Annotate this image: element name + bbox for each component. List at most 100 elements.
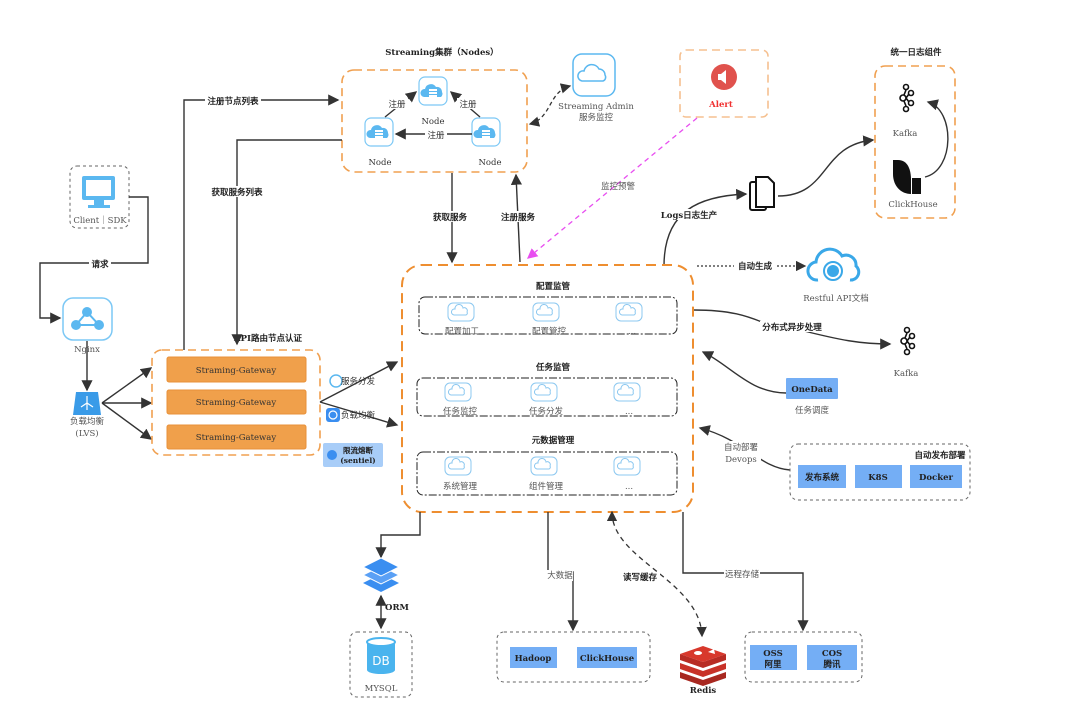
node-label: Node <box>368 158 391 168</box>
auto-generate-label: 自动生成 <box>738 261 773 272</box>
logs-production-label: Logs日志生产 <box>661 210 718 221</box>
cluster-title: Streaming集群（Nodes） <box>385 47 498 58</box>
core-group-config: 配置监管 配置加工 配置管控 ... <box>418 281 678 337</box>
redis-label: Redis <box>690 686 717 696</box>
module-item[interactable]: 配置加工 <box>445 326 480 337</box>
storage-box <box>744 631 863 683</box>
bigdata-item[interactable]: Hadoop <box>510 647 557 668</box>
balance-label: 负载均衡 <box>341 410 376 421</box>
group-title: 元数据管理 <box>532 435 575 446</box>
svg-text:K8S: K8S <box>868 473 887 483</box>
bigdata-label: 大数据 <box>547 570 573 581</box>
bigdata-box <box>496 631 651 683</box>
module-item[interactable]: 组件管理 <box>529 481 564 492</box>
mysql-box <box>349 631 413 698</box>
core-group-task: 任务监管 任务监控 任务分发 ... <box>416 362 678 417</box>
dispatch-icon <box>329 374 343 388</box>
node-icon[interactable] <box>418 76 448 106</box>
module-item[interactable]: 任务监控 <box>443 406 478 417</box>
clickhouse-icon <box>893 160 921 194</box>
cache-label: 读写缓存 <box>623 572 658 583</box>
group-title: 配置监管 <box>536 281 571 292</box>
deploy-item[interactable]: Docker <box>910 465 962 488</box>
svg-text:Docker: Docker <box>919 473 954 483</box>
deploy-item[interactable]: K8S <box>855 465 902 488</box>
kafka-icon <box>899 83 915 113</box>
svg-text:限流熔断: 限流熔断 <box>343 445 373 455</box>
logging-box <box>874 65 956 219</box>
logging-title: 统一日志组件 <box>890 47 942 58</box>
admin-label: Streaming Admin <box>558 102 634 112</box>
gateway-item[interactable]: Straming-Gateway <box>166 389 307 415</box>
svg-text:(sentiel): (sentiel) <box>340 456 375 465</box>
sentinel-box[interactable]: 限流熔断(sentiel) <box>323 443 383 467</box>
register-label: 注册 <box>459 99 477 110</box>
bigdata-item[interactable]: ClickHouse <box>577 647 637 668</box>
svg-text:阿里: 阿里 <box>764 660 782 670</box>
svg-text:ClickHouse: ClickHouse <box>580 654 635 664</box>
database-icon[interactable]: DB <box>366 637 396 674</box>
group-title: 任务监管 <box>535 362 571 373</box>
svg-text:OSS: OSS <box>763 649 783 659</box>
fetch-service-label: 获取服务 <box>432 212 468 223</box>
svg-text:发布系统: 发布系统 <box>804 472 840 483</box>
gateway-item[interactable]: Straming-Gateway <box>166 424 307 450</box>
nginx-icon[interactable] <box>62 297 113 341</box>
svg-text:Straming-Gateway: Straming-Gateway <box>196 398 277 408</box>
module-item[interactable]: 配置管控 <box>532 326 567 337</box>
svg-text:Straming-Gateway: Straming-Gateway <box>196 366 277 376</box>
module-item[interactable]: ... <box>625 407 633 417</box>
deploy-title: 自动发布部署 <box>914 450 966 461</box>
mysql-label: MYSQL <box>365 684 398 694</box>
svg-text:DB: DB <box>372 654 389 668</box>
alert-label: Alert <box>708 100 733 110</box>
svg-text:腾讯: 腾讯 <box>822 659 841 670</box>
svg-text:Straming-Gateway: Straming-Gateway <box>196 433 277 443</box>
module-item[interactable]: ... <box>625 482 633 492</box>
orm-label: ORM <box>385 603 409 613</box>
task-scheduling-label: 任务调度 <box>795 405 830 416</box>
module-item[interactable]: ... <box>628 327 636 337</box>
node-label: Node <box>478 158 501 168</box>
gateway-box <box>151 349 321 456</box>
svg-text:COS: COS <box>822 649 842 659</box>
request-label: 请求 <box>91 259 109 270</box>
load-balancer-icon[interactable] <box>73 392 101 415</box>
onedata-box[interactable]: OneData <box>786 378 838 399</box>
deploy-item[interactable]: 发布系统 <box>798 465 846 488</box>
monitor-icon[interactable] <box>82 176 115 208</box>
alert-box <box>679 49 769 118</box>
svg-text:OneData: OneData <box>791 385 833 395</box>
monitor-alert-label: 监控预警 <box>601 181 636 192</box>
core-group-metadata: 元数据管理 系统管理 组件管理 ... <box>416 435 678 496</box>
dispatch-label: 服务分发 <box>341 376 376 387</box>
module-item[interactable]: 任务分发 <box>529 406 564 417</box>
remote-storage-label: 远程存储 <box>725 569 760 580</box>
admin-sub-label: 服务监控 <box>579 112 614 123</box>
kafka-label: Kafka <box>893 129 918 139</box>
module-item[interactable]: 系统管理 <box>443 481 478 492</box>
node-icon[interactable] <box>364 117 394 147</box>
lvs-sub-label: (LVS) <box>75 428 98 439</box>
register-nodes-label: 注册节点列表 <box>207 96 259 107</box>
client-label: Client｜SDK <box>73 215 127 226</box>
clickhouse-label: ClickHouse <box>888 200 937 210</box>
svg-text:Hadoop: Hadoop <box>515 654 552 664</box>
cluster-box <box>341 69 528 173</box>
kafka-icon <box>900 326 916 356</box>
node-icon[interactable] <box>471 117 501 147</box>
restful-api-label: Restful API文档 <box>803 293 868 304</box>
documents-icon <box>749 176 775 211</box>
register-label: 注册 <box>388 99 406 110</box>
streaming-admin-icon[interactable] <box>572 53 616 97</box>
balance-icon <box>326 408 340 422</box>
devops-label: Devops <box>725 455 757 465</box>
node-label: Node <box>421 117 444 127</box>
redis-icon[interactable] <box>680 646 726 686</box>
restful-api-cloud-icon[interactable] <box>806 247 861 282</box>
gateway-item[interactable]: Straming-Gateway <box>166 356 307 383</box>
gateway-title: API路由节点认证 <box>233 333 302 344</box>
